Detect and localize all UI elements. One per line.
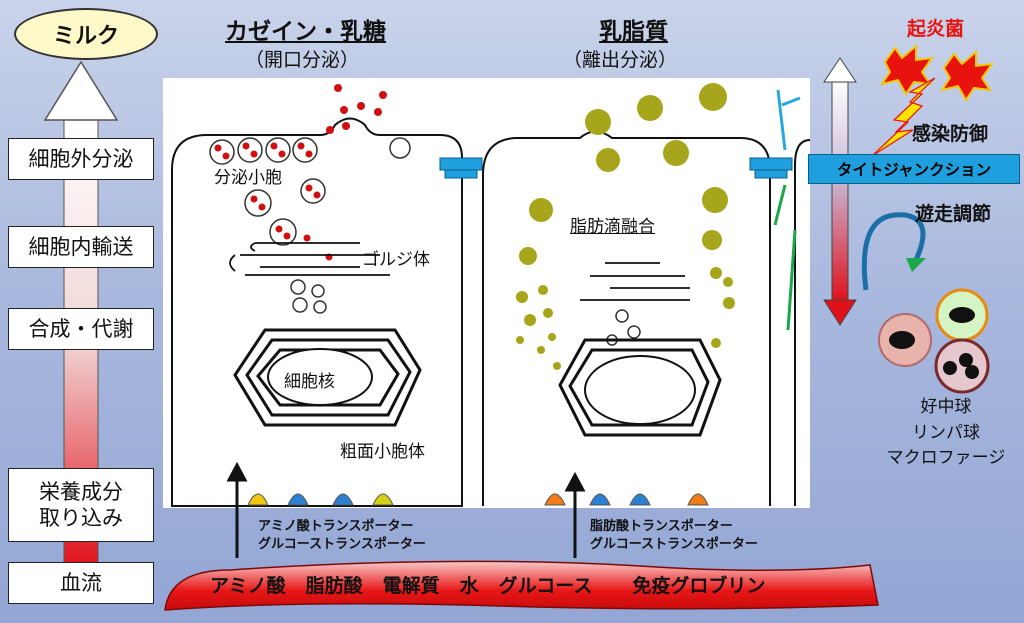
fat-droplet-icon <box>516 83 735 370</box>
er-icon <box>233 328 422 427</box>
pathogen-label: 起炎菌 <box>907 18 965 40</box>
transporter-caption-right: 脂肪酸トランスポーターグルコーストランスポーター <box>590 519 758 552</box>
tight-junction-label: タイトジャンクション <box>808 154 1020 184</box>
step-transport: 細胞内輸送 <box>8 226 154 268</box>
nucleus2-icon <box>584 355 696 425</box>
cell2-subtitle: （離出分泌） <box>563 49 678 71</box>
er2-icon <box>558 338 722 437</box>
step-synthesis: 合成・代謝 <box>8 308 154 350</box>
golgi-icon <box>229 242 390 276</box>
migration-arrow <box>861 212 926 291</box>
cell3-outline <box>794 139 811 506</box>
regulation-arrow <box>823 57 857 326</box>
transporter-caption-left: アミノ酸トランスポーターグルコーストランスポーター <box>258 519 426 552</box>
nucleus-label: 細胞核 <box>284 372 335 392</box>
uptake-arrow <box>226 461 586 558</box>
immune-cell-icon <box>878 288 990 394</box>
golgi-label: ゴルジ体 <box>362 250 430 270</box>
blood-vessel <box>164 560 879 611</box>
milk-label: ミルク <box>14 8 158 60</box>
cell1-subtitle: （開口分泌） <box>245 49 360 71</box>
golgi2-icon <box>580 262 690 301</box>
step-uptake: 栄養成分 取り込み <box>8 468 154 542</box>
infection-defense-label: 感染防御 <box>912 123 989 145</box>
paracellular-arrow <box>773 89 801 331</box>
tight-junction-icon <box>439 157 793 179</box>
nucleus-icon <box>267 348 373 406</box>
step-bloodflow: 血流 <box>8 562 154 604</box>
vesicle-label: 分泌小胞 <box>214 168 282 188</box>
er-label: 粗面小胞体 <box>340 442 425 462</box>
blood-nutrients: アミノ酸脂肪酸電解質 水グルコース免疫グロブリン <box>210 575 766 597</box>
pathogen-icon <box>879 43 995 102</box>
cell1-title: カゼイン・乳糖 <box>225 19 386 45</box>
step-exocytosis: 細胞外分泌 <box>8 138 154 180</box>
immune-cells-list: 好中球 リンパ球 マクロファージ <box>886 397 1006 468</box>
fusion-label: 脂肪滴融合 <box>570 217 655 237</box>
migration-label: 遊走調節 <box>915 203 992 225</box>
cell2-title: 乳脂質 <box>599 19 668 45</box>
cell1-outline <box>171 117 463 507</box>
transporter-icon <box>247 493 709 506</box>
